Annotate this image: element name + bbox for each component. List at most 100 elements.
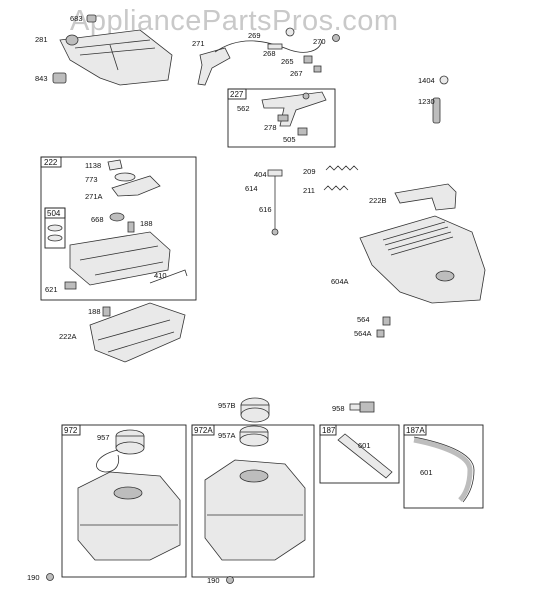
label-668: 668 [91, 215, 104, 224]
part-773-spring[interactable] [114, 172, 136, 182]
part-278-bolt[interactable] [277, 114, 289, 122]
box-187a [403, 424, 484, 509]
label-564a: 564A [354, 329, 372, 338]
box-227 [227, 88, 336, 148]
box-222-tag [40, 156, 62, 168]
part-683-screw[interactable] [86, 14, 97, 23]
label-683: 683 [70, 14, 83, 23]
part-188a-screw[interactable] [127, 221, 135, 233]
label-187: 187 [322, 426, 336, 435]
part-209-spring[interactable] [325, 165, 359, 171]
part-564-screw[interactable] [382, 316, 391, 326]
label-601b: 601 [420, 468, 433, 477]
label-410: 410 [154, 271, 167, 280]
label-505: 505 [283, 135, 296, 144]
part-564a-screw[interactable] [376, 329, 385, 338]
box-187 [319, 424, 400, 484]
label-265: 265 [281, 57, 294, 66]
label-957: 957 [97, 433, 110, 442]
label-271: 271 [192, 39, 205, 48]
part-958-fitting[interactable] [349, 401, 375, 413]
box-504-tag [44, 207, 66, 219]
label-227: 227 [230, 90, 244, 99]
part-268-clip[interactable] [267, 43, 283, 50]
box-972a [191, 424, 315, 578]
label-222b: 222B [369, 196, 387, 205]
label-562: 562 [237, 104, 250, 113]
part-601-hose-straight[interactable] [337, 433, 393, 479]
part-404-rod[interactable] [267, 169, 283, 236]
part-267-screw[interactable] [313, 65, 322, 73]
label-281: 281 [35, 35, 48, 44]
part-1404-nut[interactable] [439, 75, 449, 85]
label-211: 211 [303, 186, 315, 195]
label-957a: 957A [218, 431, 236, 440]
part-1230-plug[interactable] [432, 97, 441, 124]
label-271a: 271A [85, 192, 103, 201]
label-564: 564 [357, 315, 370, 324]
label-269: 269 [248, 31, 261, 40]
label-972a: 972A [194, 426, 213, 435]
part-957a-cap[interactable] [239, 425, 269, 447]
label-504: 504 [47, 209, 61, 218]
part-843-block[interactable] [52, 72, 67, 84]
label-957b: 957B [218, 401, 236, 410]
label-1138: 1138 [85, 161, 101, 170]
part-505-nut[interactable] [297, 127, 308, 136]
part-957b-cap[interactable] [240, 397, 270, 423]
part-972a-tank[interactable] [204, 459, 306, 561]
part-222b-bracket[interactable] [394, 183, 457, 211]
part-1138-nut[interactable] [107, 159, 123, 171]
box-187-tag [319, 424, 337, 436]
part-504-washers[interactable] [47, 224, 63, 242]
part-281-cover[interactable] [59, 29, 173, 86]
label-1404: 1404 [418, 76, 435, 85]
part-604a-shroud[interactable] [359, 215, 486, 304]
label-222a: 222A [59, 332, 77, 341]
label-187a: 187A [406, 426, 425, 435]
label-614: 614 [245, 184, 258, 193]
label-843: 843 [35, 74, 48, 83]
part-972-tank[interactable] [77, 471, 181, 561]
part-222-bracket[interactable] [69, 231, 171, 286]
label-278: 278 [264, 123, 277, 132]
part-271-lever[interactable] [197, 47, 231, 86]
label-404: 404 [254, 170, 267, 179]
label-222: 222 [44, 158, 58, 167]
label-616: 616 [259, 205, 272, 214]
box-227-tag [227, 88, 247, 100]
label-972: 972 [64, 426, 78, 435]
label-267: 267 [290, 69, 303, 78]
label-773: 773 [85, 175, 98, 184]
part-271a-lever[interactable] [111, 175, 161, 197]
part-211-spring[interactable] [323, 185, 349, 191]
label-209: 209 [303, 167, 316, 176]
part-270-screw[interactable] [332, 34, 340, 42]
label-188b: 188 [88, 307, 101, 316]
box-972 [61, 424, 187, 578]
label-190b: 190 [207, 576, 220, 585]
part-562-bracket[interactable] [261, 91, 327, 127]
part-265-clamp[interactable] [303, 55, 313, 64]
part-190-screw-left[interactable] [46, 573, 54, 581]
part-269-cable[interactable] [214, 27, 323, 53]
part-190-screw-right[interactable] [226, 576, 234, 584]
label-190a: 190 [27, 573, 40, 582]
part-621-clip[interactable] [64, 281, 77, 290]
box-187a-tag [403, 424, 427, 436]
label-270: 270 [313, 37, 326, 46]
box-972-tag [61, 424, 81, 436]
label-1230: 1230 [418, 97, 435, 106]
part-222a-bracket[interactable] [89, 302, 186, 363]
part-668-washer[interactable] [109, 212, 125, 222]
part-410-link[interactable] [149, 269, 188, 284]
part-957-cap[interactable] [96, 429, 145, 473]
part-601-hose-curved[interactable] [413, 436, 475, 503]
label-601a: 601 [358, 441, 371, 450]
label-268: 268 [263, 49, 276, 58]
box-222 [40, 156, 197, 301]
part-188b-screw[interactable] [102, 306, 111, 317]
box-972a-tag [191, 424, 215, 436]
label-958: 958 [332, 404, 345, 413]
